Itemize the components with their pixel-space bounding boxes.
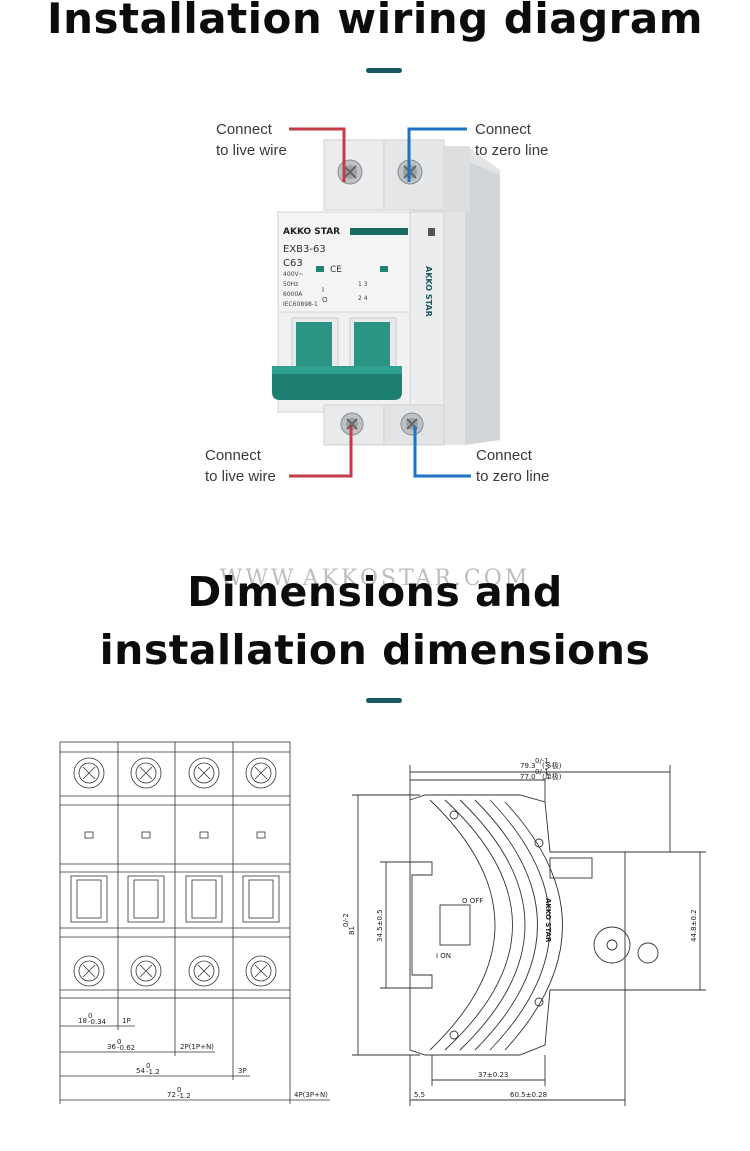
front-dim-4p-tol-top: 0: [177, 1086, 181, 1094]
dimensions-title-line1: Dimensions and: [187, 568, 563, 616]
front-dim-1p-tol-bottom: -0.34: [88, 1018, 107, 1026]
dimensions-title-line2: installation dimensions: [99, 626, 651, 674]
off-mark: O: [322, 296, 328, 304]
watermark: WWW.AKKOSTAR.COM: [219, 566, 531, 591]
spec-frequency: 50Hz: [283, 281, 298, 288]
front-dim-4p-width: 72: [167, 1091, 176, 1099]
front-dim-4p-tol-bottom: -1.2: [177, 1092, 191, 1100]
front-dim-3p-label: 3P: [238, 1067, 247, 1075]
breaker-brand: AKKO STAR: [283, 227, 340, 237]
front-dim-3p-width: 54: [136, 1067, 145, 1075]
front-dim-3p-tol-top: 0: [146, 1062, 150, 1070]
side-dim-top-multi: 79.3: [520, 762, 536, 770]
terminal-screw-icon: [130, 757, 162, 789]
on-mark: I: [322, 286, 324, 294]
indicator-window: [141, 831, 151, 839]
terminal-screw-icon: [130, 955, 162, 987]
indicator-window: [84, 831, 94, 839]
side-switch-on: I ON: [436, 952, 451, 960]
spec-standard: IEC60898-1: [283, 301, 318, 308]
terminal-screw-icon: [73, 955, 105, 987]
indicator-window: [256, 831, 266, 839]
front-dim-2p-tol-bottom: -0.62: [117, 1044, 135, 1052]
side-dim-top-multi-tol: 0/-1: [535, 757, 549, 765]
terminal-screw-icon: [245, 955, 277, 987]
title-accent-dash: [366, 68, 402, 73]
front-dim-2p-width: 36: [107, 1043, 116, 1051]
spec-voltage: 400V~: [283, 271, 304, 278]
breaker-model: EXB3-63: [283, 244, 326, 255]
side-dim-height-tol: 0/-2: [342, 913, 350, 927]
side-brand: AKKO STAR: [544, 898, 552, 943]
side-dim-height: 81: [348, 926, 356, 935]
front-dim-4p-label: 4P(3P+N): [294, 1091, 328, 1099]
front-dim-1p-label: 1P: [122, 1017, 131, 1025]
terminal-mark-bottom: 2 4: [358, 295, 368, 302]
indicator-window: [199, 831, 209, 839]
toggle-handle: [70, 875, 108, 923]
spec-breaking-capacity: 6000A: [283, 291, 303, 298]
breaker-rating: C63: [283, 258, 303, 269]
terminal-screw-icon: [188, 955, 220, 987]
side-dim-right: 44.8±0.2: [690, 909, 698, 942]
front-dim-3p-tol-bottom: -1.2: [146, 1068, 160, 1076]
dimensions-accent-dash: [366, 698, 402, 703]
circuit-breaker-illustration: AKKO STAR EXB3-63 C63 CE 400V~ 50Hz 6000…: [272, 127, 500, 478]
side-dim-bottom-2: 60.5±0.28: [510, 1091, 547, 1099]
terminal-screw-icon: [73, 757, 105, 789]
front-dim-1p-tol-top: 0: [88, 1012, 92, 1020]
side-dim-top-single: 77.0: [520, 773, 536, 781]
side-dim-bottom-1: 37±0.23: [478, 1071, 508, 1079]
wiring-diagram-title: Installation wiring diagram: [46, 0, 703, 43]
side-switch-off: O OFF: [462, 897, 483, 905]
side-dim-rail: 34.5±0.5: [376, 909, 384, 942]
toggle-handle: [185, 875, 223, 923]
front-dim-2p-tol-top: 0: [117, 1038, 121, 1046]
breaker-side-brand: AKKO STAR: [424, 266, 433, 317]
side-dim-top-single-note: (单极): [542, 772, 562, 781]
front-dim-2p-label: 2P(1P+N): [180, 1043, 214, 1051]
side-dim-bottom-left: 5.5: [414, 1091, 425, 1099]
terminal-mark-top: 1 3: [358, 281, 368, 288]
side-dim-top-single-tol: 0/-1: [535, 768, 549, 776]
front-dim-1p-width: 18: [78, 1017, 87, 1025]
side-dim-top-multi-note: (多极): [542, 761, 562, 770]
terminal-screw-icon: [188, 757, 220, 789]
toggle-handle: [127, 875, 165, 923]
terminal-screw-icon: [245, 757, 277, 789]
toggle-handle: [242, 875, 280, 923]
ce-mark: CE: [330, 265, 342, 275]
